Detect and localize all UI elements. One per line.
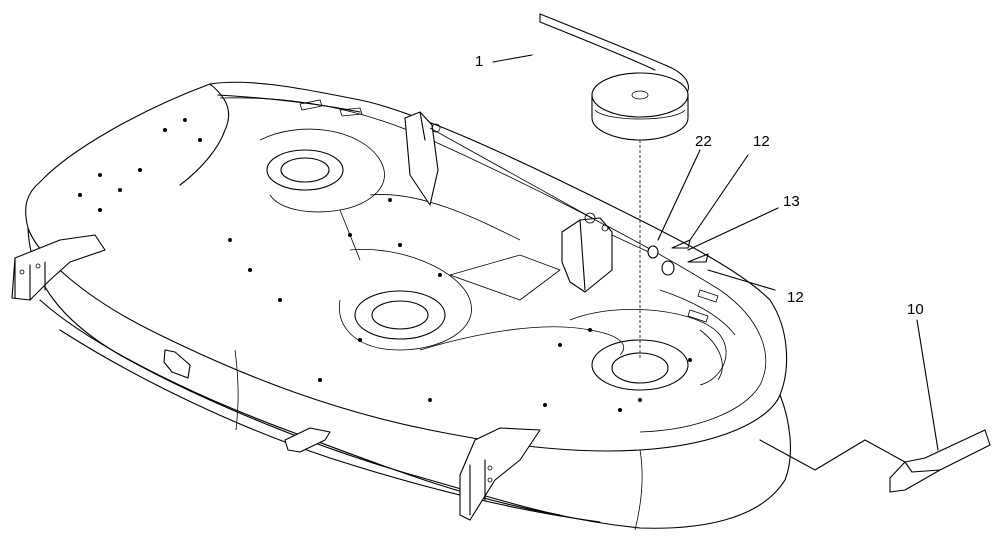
idler-mount-rear	[404, 111, 441, 206]
mower-deck	[11, 81, 791, 531]
leader-lines	[492, 54, 939, 451]
callout-12-upper: 12	[753, 133, 770, 150]
callout-1: 1	[475, 53, 483, 70]
left-anti-scalp-bracket	[11, 234, 106, 301]
belt-and-pulley	[539, 13, 689, 360]
right-anti-scalp-bracket	[459, 427, 541, 521]
callout-12-lower: 12	[787, 289, 804, 306]
callout-22: 22	[695, 133, 712, 150]
idler-hardware	[647, 239, 709, 276]
callout-10: 10	[907, 301, 924, 318]
deflector-shield-part	[889, 429, 991, 493]
callout-13: 13	[783, 193, 800, 210]
idler-mount-front	[561, 212, 613, 293]
